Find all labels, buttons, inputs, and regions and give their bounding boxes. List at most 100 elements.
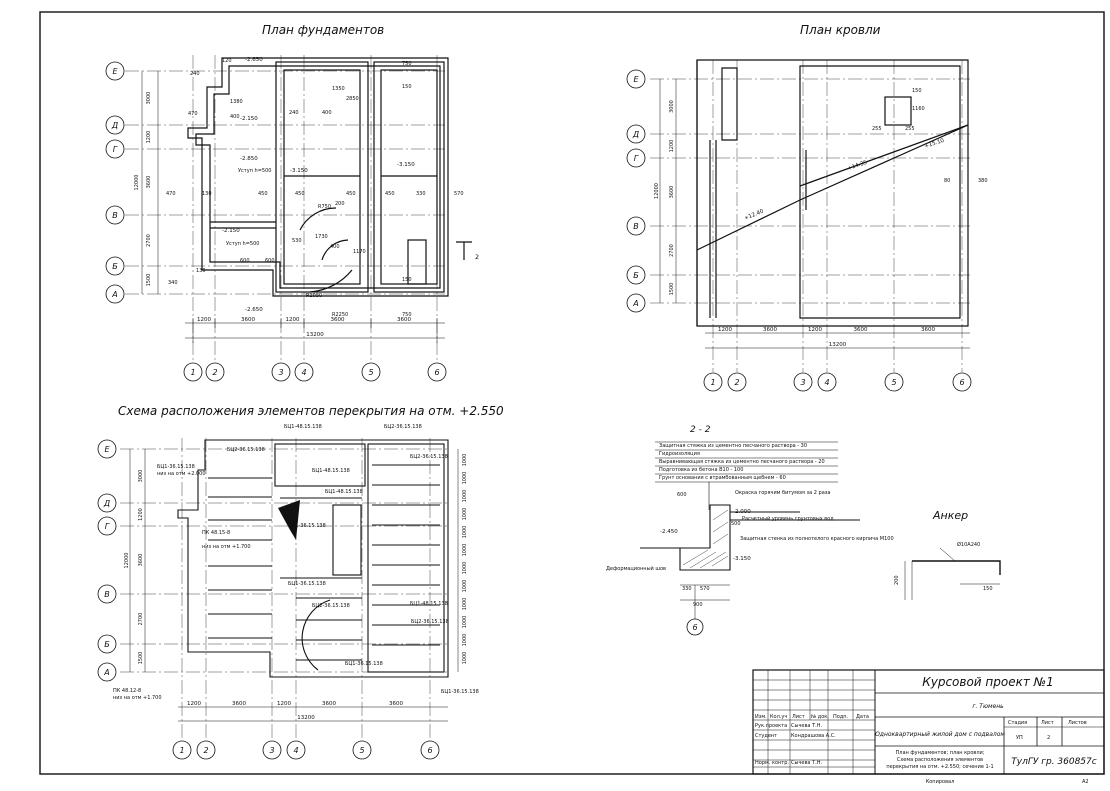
foundation-dim-17: 330 (416, 191, 426, 197)
foundation-dim-31: 150 (402, 277, 412, 283)
foundation-axis-number-1: 2 (212, 368, 217, 377)
foundation-axis-letter-4-circle (105, 256, 125, 276)
floor-row-dim-3: 2700 (138, 613, 144, 626)
foundation-axis-number-5-circle (427, 362, 447, 382)
anchor-dim-height: 200 (894, 575, 900, 585)
floor-right-dim-0: 1000 (462, 454, 468, 467)
roof-dim-1: 255 (905, 126, 915, 132)
floor-bay-dim-0: 1200 (187, 701, 201, 707)
roof-axis-letter-2-circle (626, 148, 646, 168)
tb-header-5: Дата (856, 714, 869, 720)
tb-desc-0: План фундаментов; план кровли; (896, 750, 985, 756)
roof-bay-dim-0: 1200 (718, 327, 732, 333)
floor-element-label-0: БЦ2-36.15.138 (227, 447, 265, 453)
roof-row-dim-3: 2700 (669, 244, 675, 257)
roof-axis-number-2: 3 (800, 378, 805, 387)
section-note-3: Деформационный шов (606, 565, 666, 572)
foundation-bay-dim-2: 1200 (286, 317, 300, 323)
section-axis-6: 6 (692, 623, 697, 632)
floor-right-dim-10: 1000 (462, 634, 468, 647)
tb-header-1: Кол.уч (770, 714, 787, 720)
foundation-step-label-0: Уступ h=500 (238, 168, 271, 174)
roof-row-dim-4: 1500 (669, 283, 675, 296)
roof-axis-letter-4-circle (626, 265, 646, 285)
roof-bay-dim-2: 1200 (808, 327, 822, 333)
roof-elevation-1: +14.35 (847, 160, 869, 172)
floor-right-dim-4: 1000 (462, 526, 468, 539)
section-layer-4: Грунт основания с втрамбованным щебнем -… (659, 475, 786, 481)
section-elevation-2: -3.150 (733, 556, 751, 562)
floor-axis-number-5-circle (420, 740, 440, 760)
foundation-axis-letter-1-circle (105, 115, 125, 135)
floor-axis-letter-0-circle (97, 439, 117, 459)
roof-axis-letter-5-circle (626, 293, 646, 313)
roof-axis-letter-2: Г (634, 154, 639, 163)
title-block (752, 669, 1105, 775)
foundation-dim-29: 600 (240, 258, 250, 264)
roof-axis-number-1-circle (727, 372, 747, 392)
floor-axis-number-2: 3 (269, 746, 274, 755)
section-2-2 (640, 441, 860, 636)
section-dim-2: 330 (682, 586, 692, 592)
foundation-axis-number-0-circle (183, 362, 203, 382)
floor-element-label-3: БЦ2-36.15.138 (410, 454, 448, 460)
foundation-plan-title: План фундаментов (262, 23, 384, 37)
section-note-1: Расчетный уровень грунтовых вод (742, 515, 834, 522)
floor-axis-letter-3: В (104, 590, 110, 599)
roof-row-dim-0: 3000 (669, 100, 675, 113)
floor-element-label-11: БЦ1-36.15.138 (288, 581, 326, 587)
foundation-dim-23: 400 (330, 244, 340, 250)
foundation-dim-6: 400 (322, 110, 332, 116)
foundation-elevation-4: -3.150 (397, 162, 415, 168)
roof-axis-letter-1: Д (632, 130, 639, 139)
tb-desc-2: перекрытия на отм. +2.550; сечение 1-1 (886, 764, 993, 770)
tb-header-3: № док. (811, 714, 829, 720)
roof-dim-3: 150 (912, 88, 922, 94)
section-elevation-0: -2.450 (660, 529, 678, 535)
tb-stage-header: Стадия (1008, 720, 1027, 726)
section-note-2: Защитная стенка из полнотелого красного … (740, 536, 894, 542)
foundation-elevation-1: -2.150 (240, 116, 258, 122)
roof-axis-number-3-circle (817, 372, 837, 392)
foundation-dim-0: 240 (190, 71, 200, 77)
foundation-axis-number-4: 5 (368, 368, 373, 377)
foundation-dim-7: 1350 (332, 86, 345, 92)
floor-total-height: 12000 (124, 553, 130, 569)
floor-axis-number-0: 1 (179, 746, 184, 755)
tb-desc-1: Схема расположения элементов (897, 757, 983, 763)
floor-element-label-15: БЦ1-48.15.138 (410, 601, 448, 607)
floor-element-label-9: низ на отм +1.700 (202, 544, 251, 550)
roof-dim-0: 255 (872, 126, 882, 132)
foundation-axis-letter-0: Е (112, 67, 118, 76)
floor-right-dim-6: 1000 (462, 562, 468, 575)
foundation-axis-letter-1: Д (111, 121, 118, 130)
floor-right-dim-1: 1000 (462, 472, 468, 485)
floor-row-dim-4: 1500 (138, 652, 144, 665)
anchor-title: Анкер (932, 509, 968, 522)
section-layer-0: Защитная стяжка из цементно песчаного ра… (659, 443, 807, 449)
floor-element-label-5: низ на отм +2.000 (157, 471, 206, 477)
foundation-dim-16: 450 (385, 191, 395, 197)
foundation-step-label-1: Уступ h=500 (226, 241, 259, 247)
roof-axis-number-5-circle (952, 372, 972, 392)
floor-axis-letter-2: Г (105, 522, 110, 531)
section-note-0: Окраска горячим битумом за 2 раза (735, 490, 831, 496)
foundation-row-dim-3: 2700 (146, 234, 152, 247)
roof-dim-2: 1160 (912, 106, 925, 112)
tb-sheets-header: Листов (1068, 720, 1087, 726)
floor-element-label-6: БЦ1-48.15.138 (312, 468, 350, 474)
floor-scheme-title: Схема расположения элементов перекрытия … (118, 404, 504, 418)
foundation-dim-30: 600 (265, 258, 275, 264)
section-dim-0: 600 (677, 492, 687, 498)
floor-axis-number-5: 6 (427, 746, 432, 755)
section-elevation-1: -2.000 (733, 509, 751, 515)
foundation-dim-11: 470 (166, 191, 176, 197)
floor-element-label-12: БЦ2-36.15.138 (312, 603, 350, 609)
roof-axis-number-4: 5 (891, 378, 896, 387)
floor-element-label-14: БЦ2-36.15.138 (411, 619, 449, 625)
foundation-dim-5: 240 (289, 110, 299, 116)
floor-right-dim-7: 1000 (462, 580, 468, 593)
